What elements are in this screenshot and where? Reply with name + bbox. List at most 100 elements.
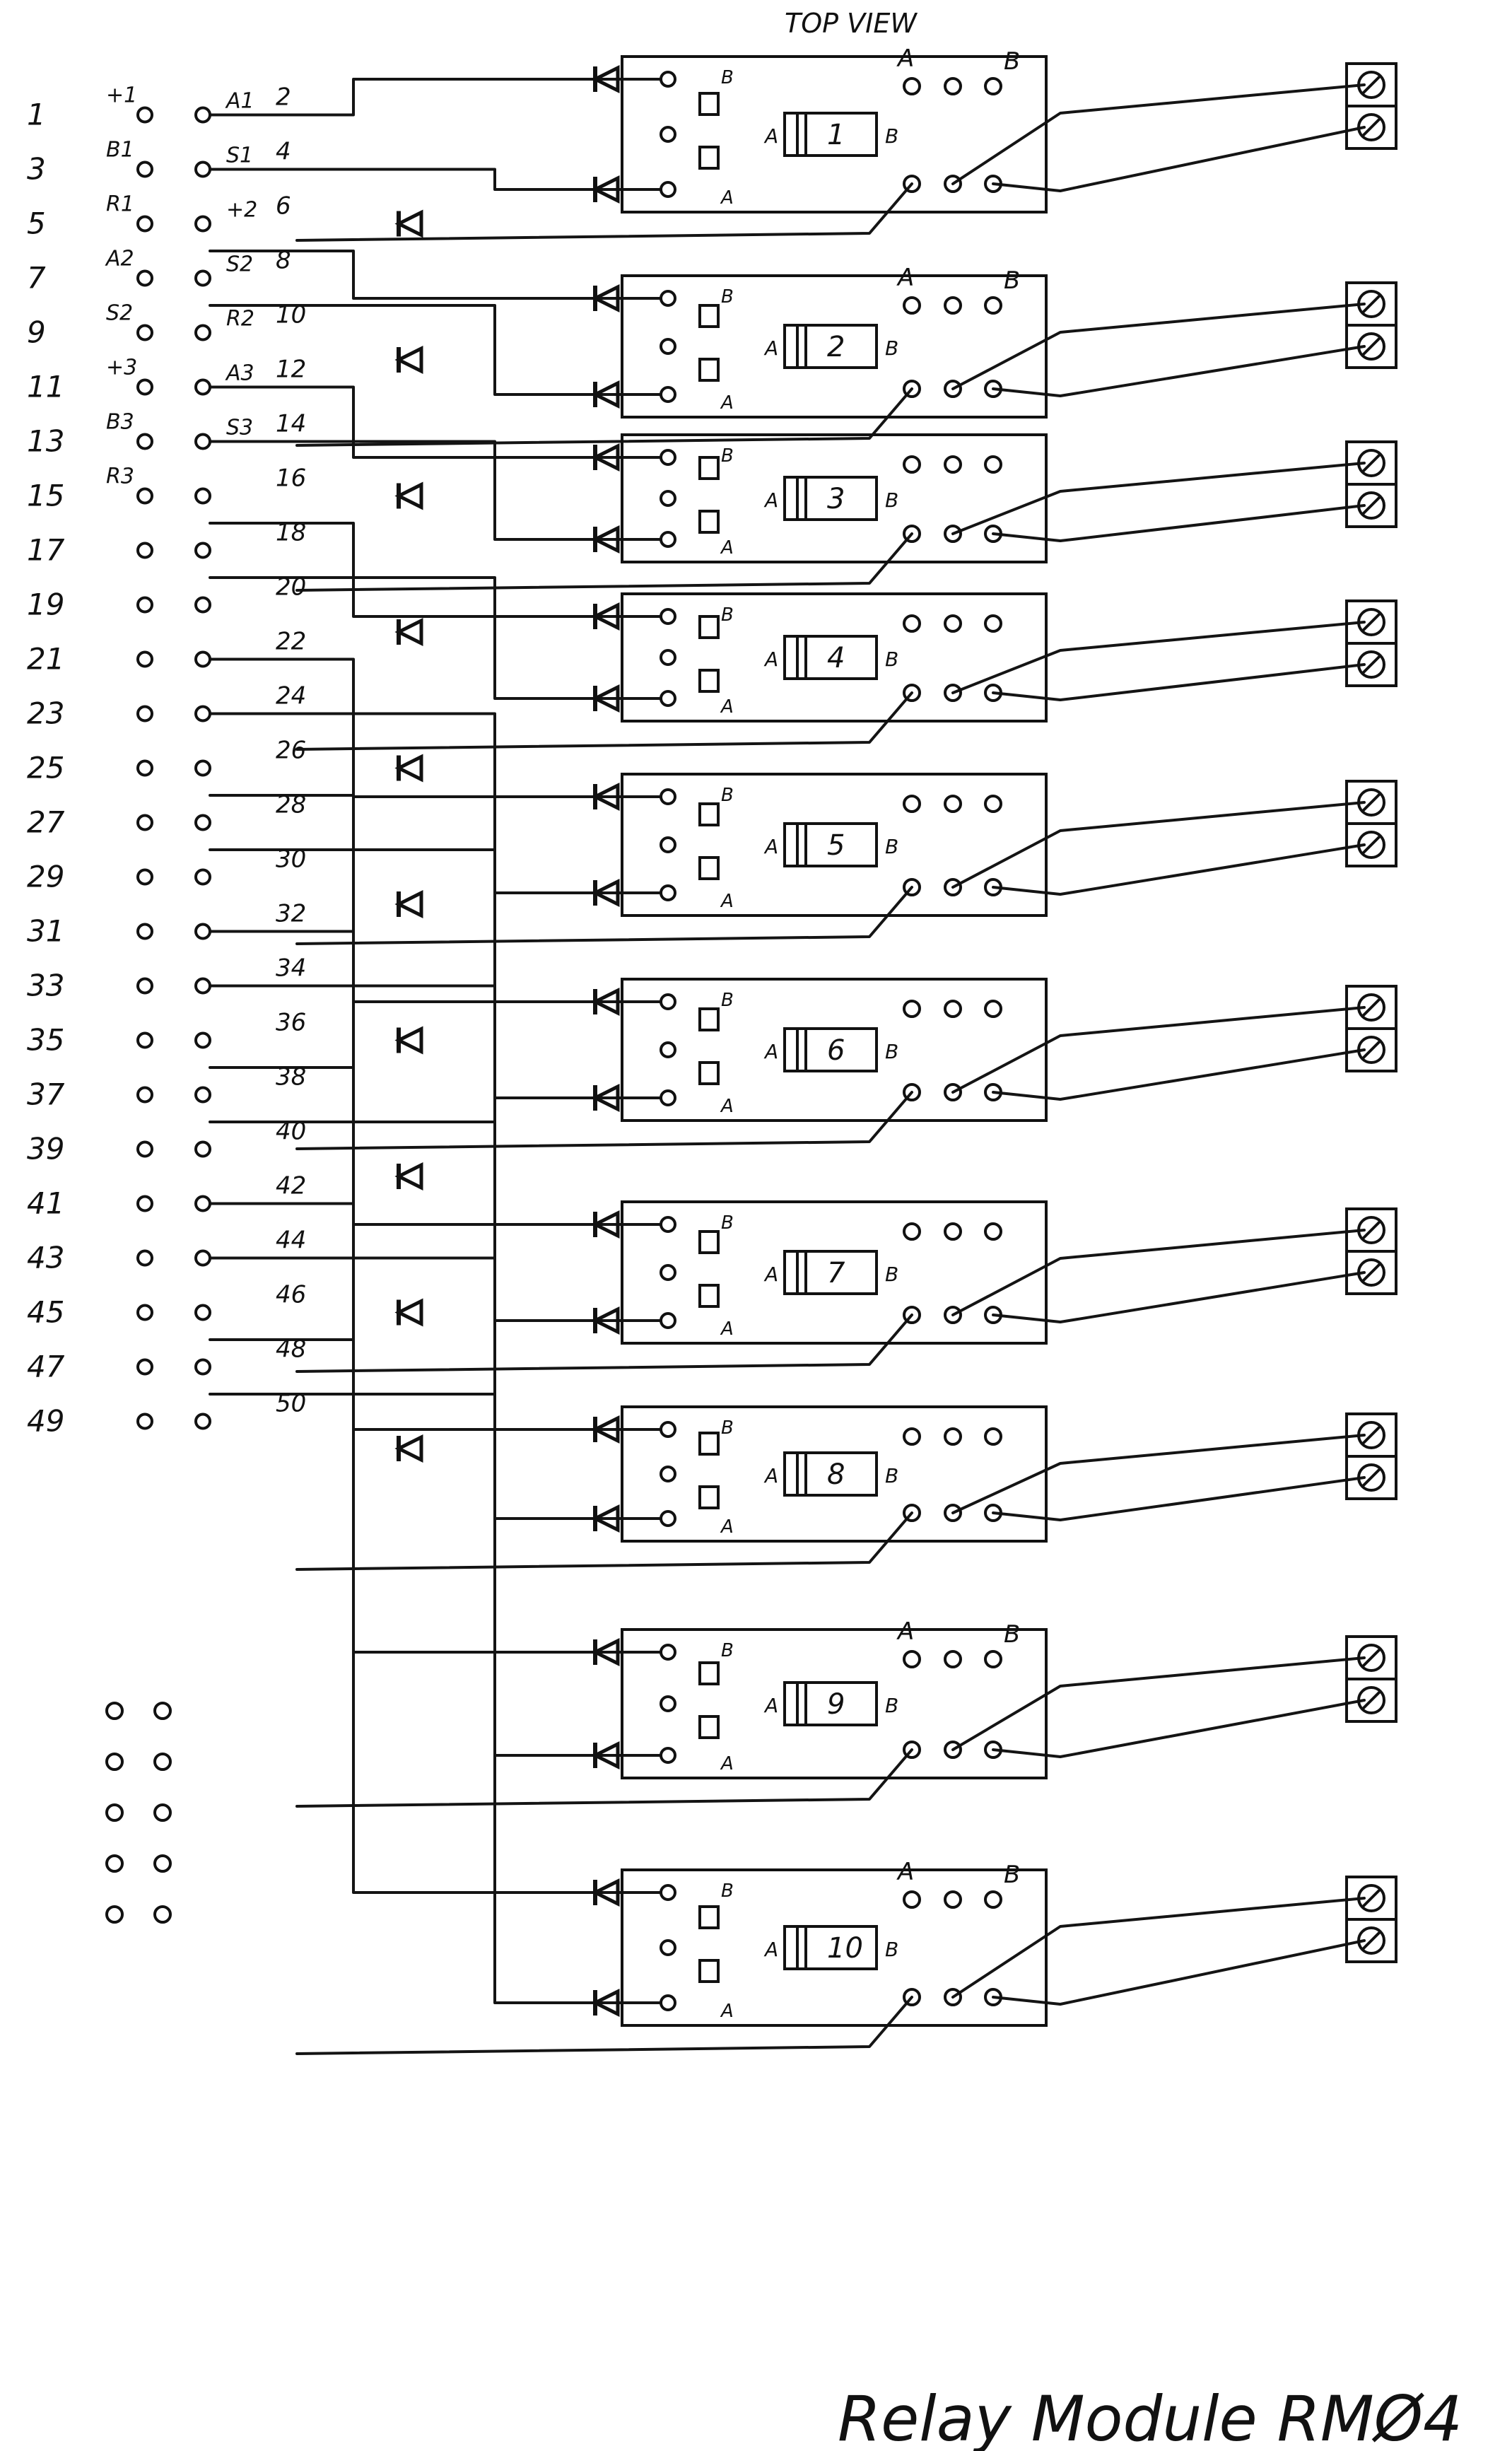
pin-odd <box>136 814 153 831</box>
coil-pin <box>660 290 676 307</box>
pin-number-even: 6 <box>276 192 291 221</box>
pin-number-odd: 41 <box>27 1186 64 1221</box>
relay-outline <box>621 1200 1048 1345</box>
diode-triangle <box>591 1210 620 1239</box>
contact-pin <box>903 1890 921 1909</box>
screw-terminal <box>1357 71 1385 99</box>
coil-label-a: A <box>763 835 778 858</box>
diode-triangle <box>591 1504 620 1533</box>
pin-number-odd: 7 <box>27 261 46 296</box>
relay-body <box>783 1451 878 1497</box>
contact-label-a: A <box>896 45 914 73</box>
pin-number-odd: 9 <box>27 315 46 350</box>
coil-label-a: A <box>763 1464 778 1487</box>
common-wire <box>295 182 913 242</box>
pin-number-odd: 29 <box>27 860 64 894</box>
pin-signal-even: S2 <box>226 252 253 277</box>
pin-number-odd: 19 <box>27 587 64 622</box>
pin-number-even: 36 <box>276 1009 306 1037</box>
pin-signal-even: R2 <box>226 307 254 332</box>
coil-pin <box>660 649 676 666</box>
coil-pin <box>660 338 676 355</box>
pin-even <box>194 378 211 396</box>
common-wire <box>295 1314 913 1373</box>
pin-number-odd: 23 <box>27 696 64 731</box>
diode-triangle <box>591 443 620 472</box>
coil-pin <box>660 1747 676 1764</box>
pin-odd <box>136 1195 153 1212</box>
screw-slot <box>1361 453 1381 473</box>
contact-pin <box>984 380 1002 398</box>
coil-symbol <box>698 1715 720 1739</box>
contact-pin <box>984 1650 1002 1668</box>
pin-number-even: 40 <box>276 1118 306 1146</box>
screw-slot <box>1361 1648 1381 1668</box>
diode-triangle <box>394 345 423 375</box>
contact-pin <box>984 1083 1002 1101</box>
coil-pin-label: A <box>720 1753 734 1774</box>
pin-number-odd: 3 <box>27 152 46 187</box>
coil-pin-label: B <box>721 604 734 626</box>
pin-signal-odd: R3 <box>106 464 134 489</box>
terminal-block-7 <box>1345 1207 1397 1295</box>
diode-triangle <box>591 1988 620 2018</box>
contact-pin <box>903 1427 921 1446</box>
contact-pin <box>944 1222 962 1241</box>
relay-number: 6 <box>827 1034 845 1067</box>
pin-number-odd: 15 <box>27 479 64 513</box>
pin-number-even: 50 <box>276 1390 306 1418</box>
contact-pin <box>944 380 962 398</box>
contact-pin <box>903 1222 921 1241</box>
screw-slot <box>1361 337 1381 356</box>
pin-number-even: 44 <box>276 1227 306 1255</box>
pin-even <box>194 433 211 450</box>
contact-pin <box>903 795 921 813</box>
coil-pin <box>660 1939 676 1956</box>
pin-number-odd: 27 <box>27 805 65 840</box>
relay-number: 1 <box>827 119 845 151</box>
coil-symbol <box>698 856 720 880</box>
coil-feed-wire <box>209 794 662 1003</box>
pin-number-odd: 5 <box>27 206 46 241</box>
pin-odd <box>136 106 153 124</box>
relay-number: 3 <box>827 483 845 515</box>
spare-pin <box>153 1753 172 1771</box>
contact-pin <box>903 878 921 896</box>
pin-odd <box>136 269 153 287</box>
diode-triangle <box>394 754 423 783</box>
contact-pin <box>984 525 1002 543</box>
common-wire <box>295 532 913 592</box>
pin-odd <box>136 923 153 940</box>
screw-slot <box>1361 1468 1381 1487</box>
terminal-block-9 <box>1345 1635 1397 1723</box>
pin-number-even: 26 <box>276 737 306 765</box>
coil-symbol <box>698 304 720 328</box>
diode-suppression <box>394 1298 423 1327</box>
pin-odd <box>136 977 153 995</box>
diode-suppression <box>394 889 423 919</box>
pin-number-even: 46 <box>276 1281 306 1309</box>
contact-pin <box>903 296 921 315</box>
diode-triangle <box>394 617 423 647</box>
pin-signal-odd: +1 <box>106 83 137 108</box>
coil-pin <box>660 1216 676 1233</box>
contact-pin <box>944 1988 962 2006</box>
terminal-block-6 <box>1345 985 1397 1072</box>
pin-odd <box>136 596 153 614</box>
diode-suppression <box>394 481 423 510</box>
contact-pin <box>903 380 921 398</box>
contact-wire <box>992 1048 1366 1101</box>
terminal-block-5 <box>1345 780 1397 867</box>
diode-upper <box>591 987 620 1017</box>
diode-triangle <box>394 481 423 510</box>
relay-number: 4 <box>827 642 845 674</box>
contact-pin <box>944 614 962 633</box>
contact-wire <box>992 1699 1366 1758</box>
pin-even <box>194 923 211 940</box>
coil-pin-label: B <box>721 286 734 308</box>
